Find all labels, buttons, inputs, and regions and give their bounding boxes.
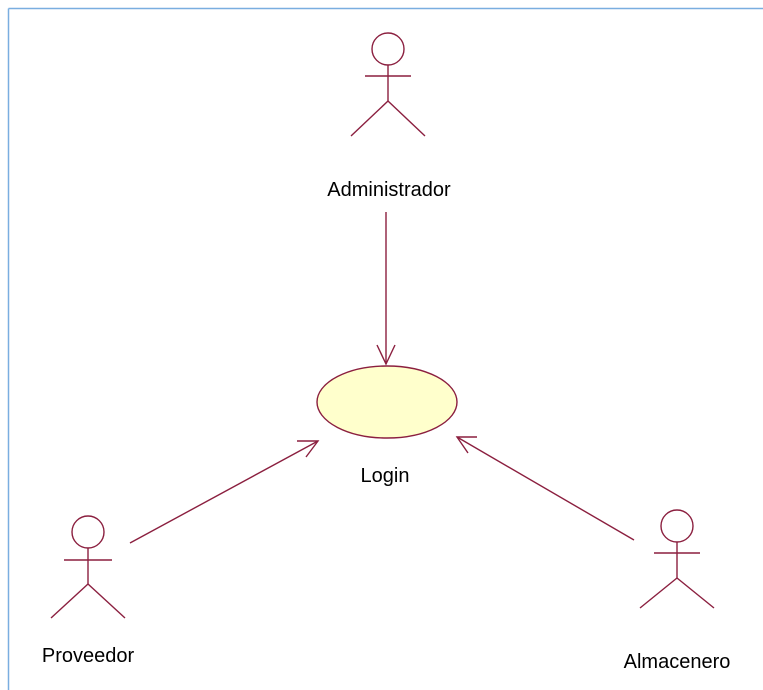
actor-icon (639, 509, 715, 609)
association-line (129, 440, 319, 544)
usecase-login[interactable]: Login (316, 365, 458, 487)
association-proveedor-login[interactable] (129, 440, 320, 544)
usecase-ellipse (316, 365, 458, 439)
usecase-label-login: Login (361, 465, 410, 487)
association-administrador-login[interactable] (376, 212, 396, 366)
arrowhead-icon (376, 344, 396, 366)
actor-administrador[interactable]: Administrador (327, 32, 451, 201)
arrowhead-icon (297, 440, 320, 458)
association-line (456, 436, 635, 541)
actor-proveedor[interactable]: Proveedor (42, 515, 135, 667)
association-almacenero-login[interactable] (455, 436, 635, 541)
actor-label-proveedor: Proveedor (42, 645, 135, 667)
arrowhead-icon (455, 436, 477, 454)
actor-label-administrador: Administrador (327, 179, 451, 201)
actor-icon (350, 32, 426, 137)
diagram-frame (7, 7, 763, 690)
actor-label-almacenero: Almacenero (624, 651, 731, 673)
actor-almacenero[interactable]: Almacenero (624, 509, 731, 673)
actor-icon (50, 515, 126, 619)
